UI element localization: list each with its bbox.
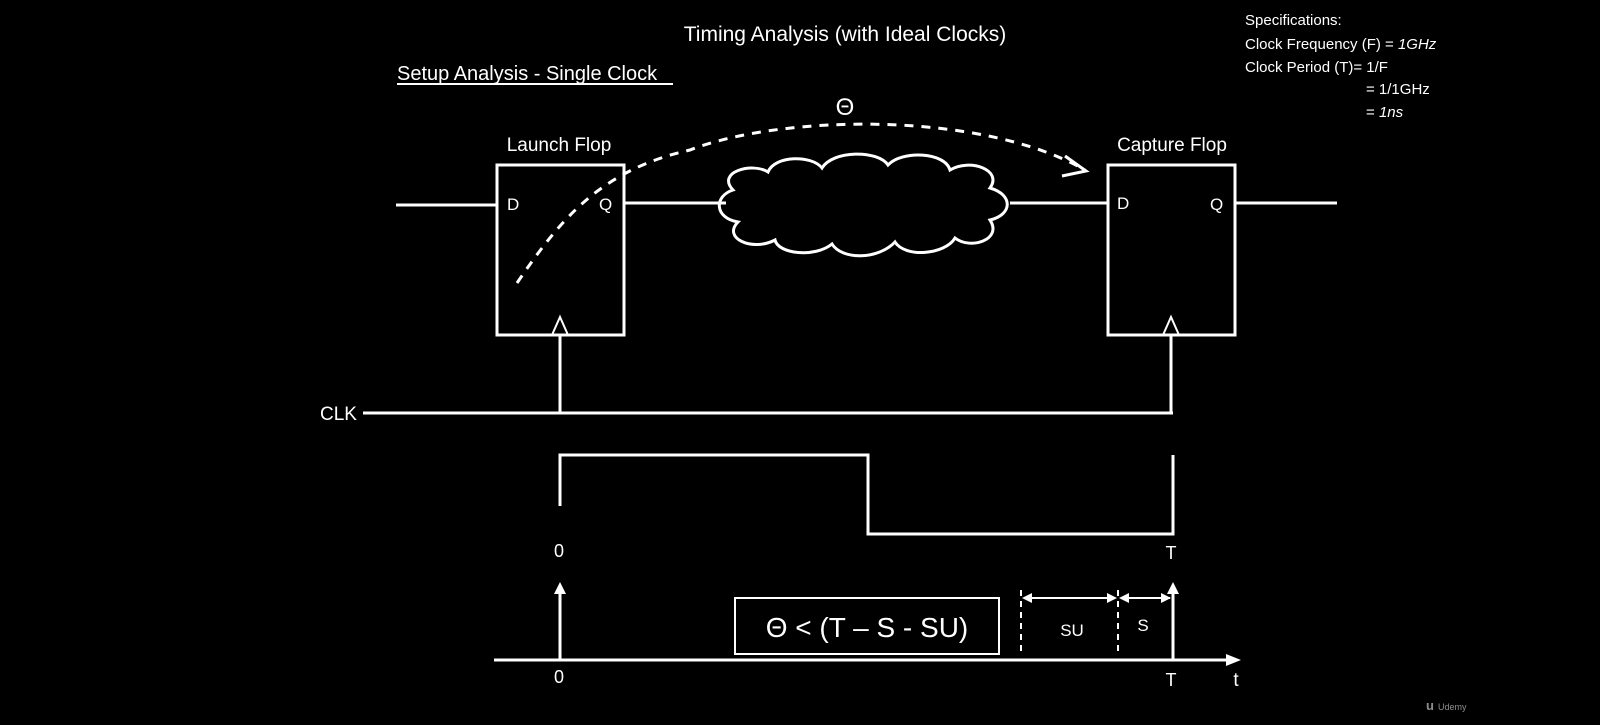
launch-flop-label: Launch Flop bbox=[507, 135, 612, 156]
s-arrow-left bbox=[1119, 593, 1129, 603]
launch-flop-q-pin: Q bbox=[599, 195, 612, 214]
waveform-end-label: T bbox=[1166, 543, 1177, 563]
timeline-start-label: 0 bbox=[554, 667, 564, 687]
spec-heading: Specifications: bbox=[1245, 12, 1342, 29]
theta-label: Θ bbox=[836, 94, 855, 121]
capture-flop: Capture Flop D Q bbox=[1106, 135, 1237, 337]
timeline: t 0 T Θ < (T – S - SU) SU S bbox=[494, 582, 1241, 691]
su-arrow-left bbox=[1022, 593, 1032, 603]
spec-period-step2-value: 1ns bbox=[1379, 104, 1404, 121]
launch-flop-box bbox=[495, 163, 626, 337]
su-arrow-right bbox=[1107, 593, 1117, 603]
udemy-watermark-text: Udemy bbox=[1438, 702, 1467, 712]
end-edge-arrowhead bbox=[1167, 582, 1179, 594]
capture-flop-d-pin: D bbox=[1117, 194, 1129, 213]
launch-flop-d-pin: D bbox=[507, 195, 519, 214]
equation-box bbox=[734, 597, 1000, 655]
s-label: S bbox=[1137, 616, 1148, 635]
clock-waveform bbox=[558, 453, 1175, 536]
slide-title: Timing Analysis (with Ideal Clocks) bbox=[684, 23, 1007, 46]
time-axis-arrowhead bbox=[1226, 654, 1241, 666]
specifications-block: Specifications: Clock Frequency (F) = 1G… bbox=[1245, 12, 1437, 121]
spec-frequency: Clock Frequency (F) = 1GHz bbox=[1245, 36, 1437, 53]
s-arrow-right bbox=[1161, 593, 1171, 603]
spec-frequency-label: Clock Frequency (F) = bbox=[1245, 36, 1398, 53]
su-label: SU bbox=[1060, 621, 1084, 640]
launch-flop: Launch Flop D Q bbox=[495, 135, 626, 337]
launch-flop-clock-triangle bbox=[551, 314, 569, 336]
spec-period-step1: = 1/1GHz bbox=[1366, 81, 1430, 98]
setup-equation: Θ < (T – S - SU) bbox=[766, 612, 969, 643]
data-path-arrowhead bbox=[1061, 154, 1090, 178]
start-edge-arrowhead bbox=[554, 582, 566, 594]
capture-flop-q-pin: Q bbox=[1210, 195, 1223, 214]
waveform-start-label: 0 bbox=[554, 541, 564, 561]
time-axis-label: t bbox=[1233, 670, 1239, 691]
timeline-end-label: T bbox=[1166, 670, 1177, 690]
spec-period-step2: = 1ns bbox=[1366, 104, 1404, 121]
spec-frequency-value: 1GHz bbox=[1398, 36, 1437, 53]
spec-period-step2-eq: = bbox=[1366, 104, 1379, 121]
data-path-dashed-arrow bbox=[515, 122, 1086, 284]
capture-flop-label: Capture Flop bbox=[1117, 135, 1227, 156]
spec-period: Clock Period (T)= 1/F bbox=[1245, 59, 1388, 76]
combinational-logic-cloud bbox=[717, 152, 1009, 258]
udemy-logo-icon: u bbox=[1426, 698, 1434, 713]
capture-flop-box bbox=[1106, 163, 1237, 337]
capture-flop-clock-triangle bbox=[1162, 314, 1180, 336]
clk-label: CLK bbox=[320, 404, 357, 425]
udemy-watermark: u Udemy bbox=[1426, 698, 1467, 713]
section-subtitle: Setup Analysis - Single Clock bbox=[397, 63, 658, 85]
